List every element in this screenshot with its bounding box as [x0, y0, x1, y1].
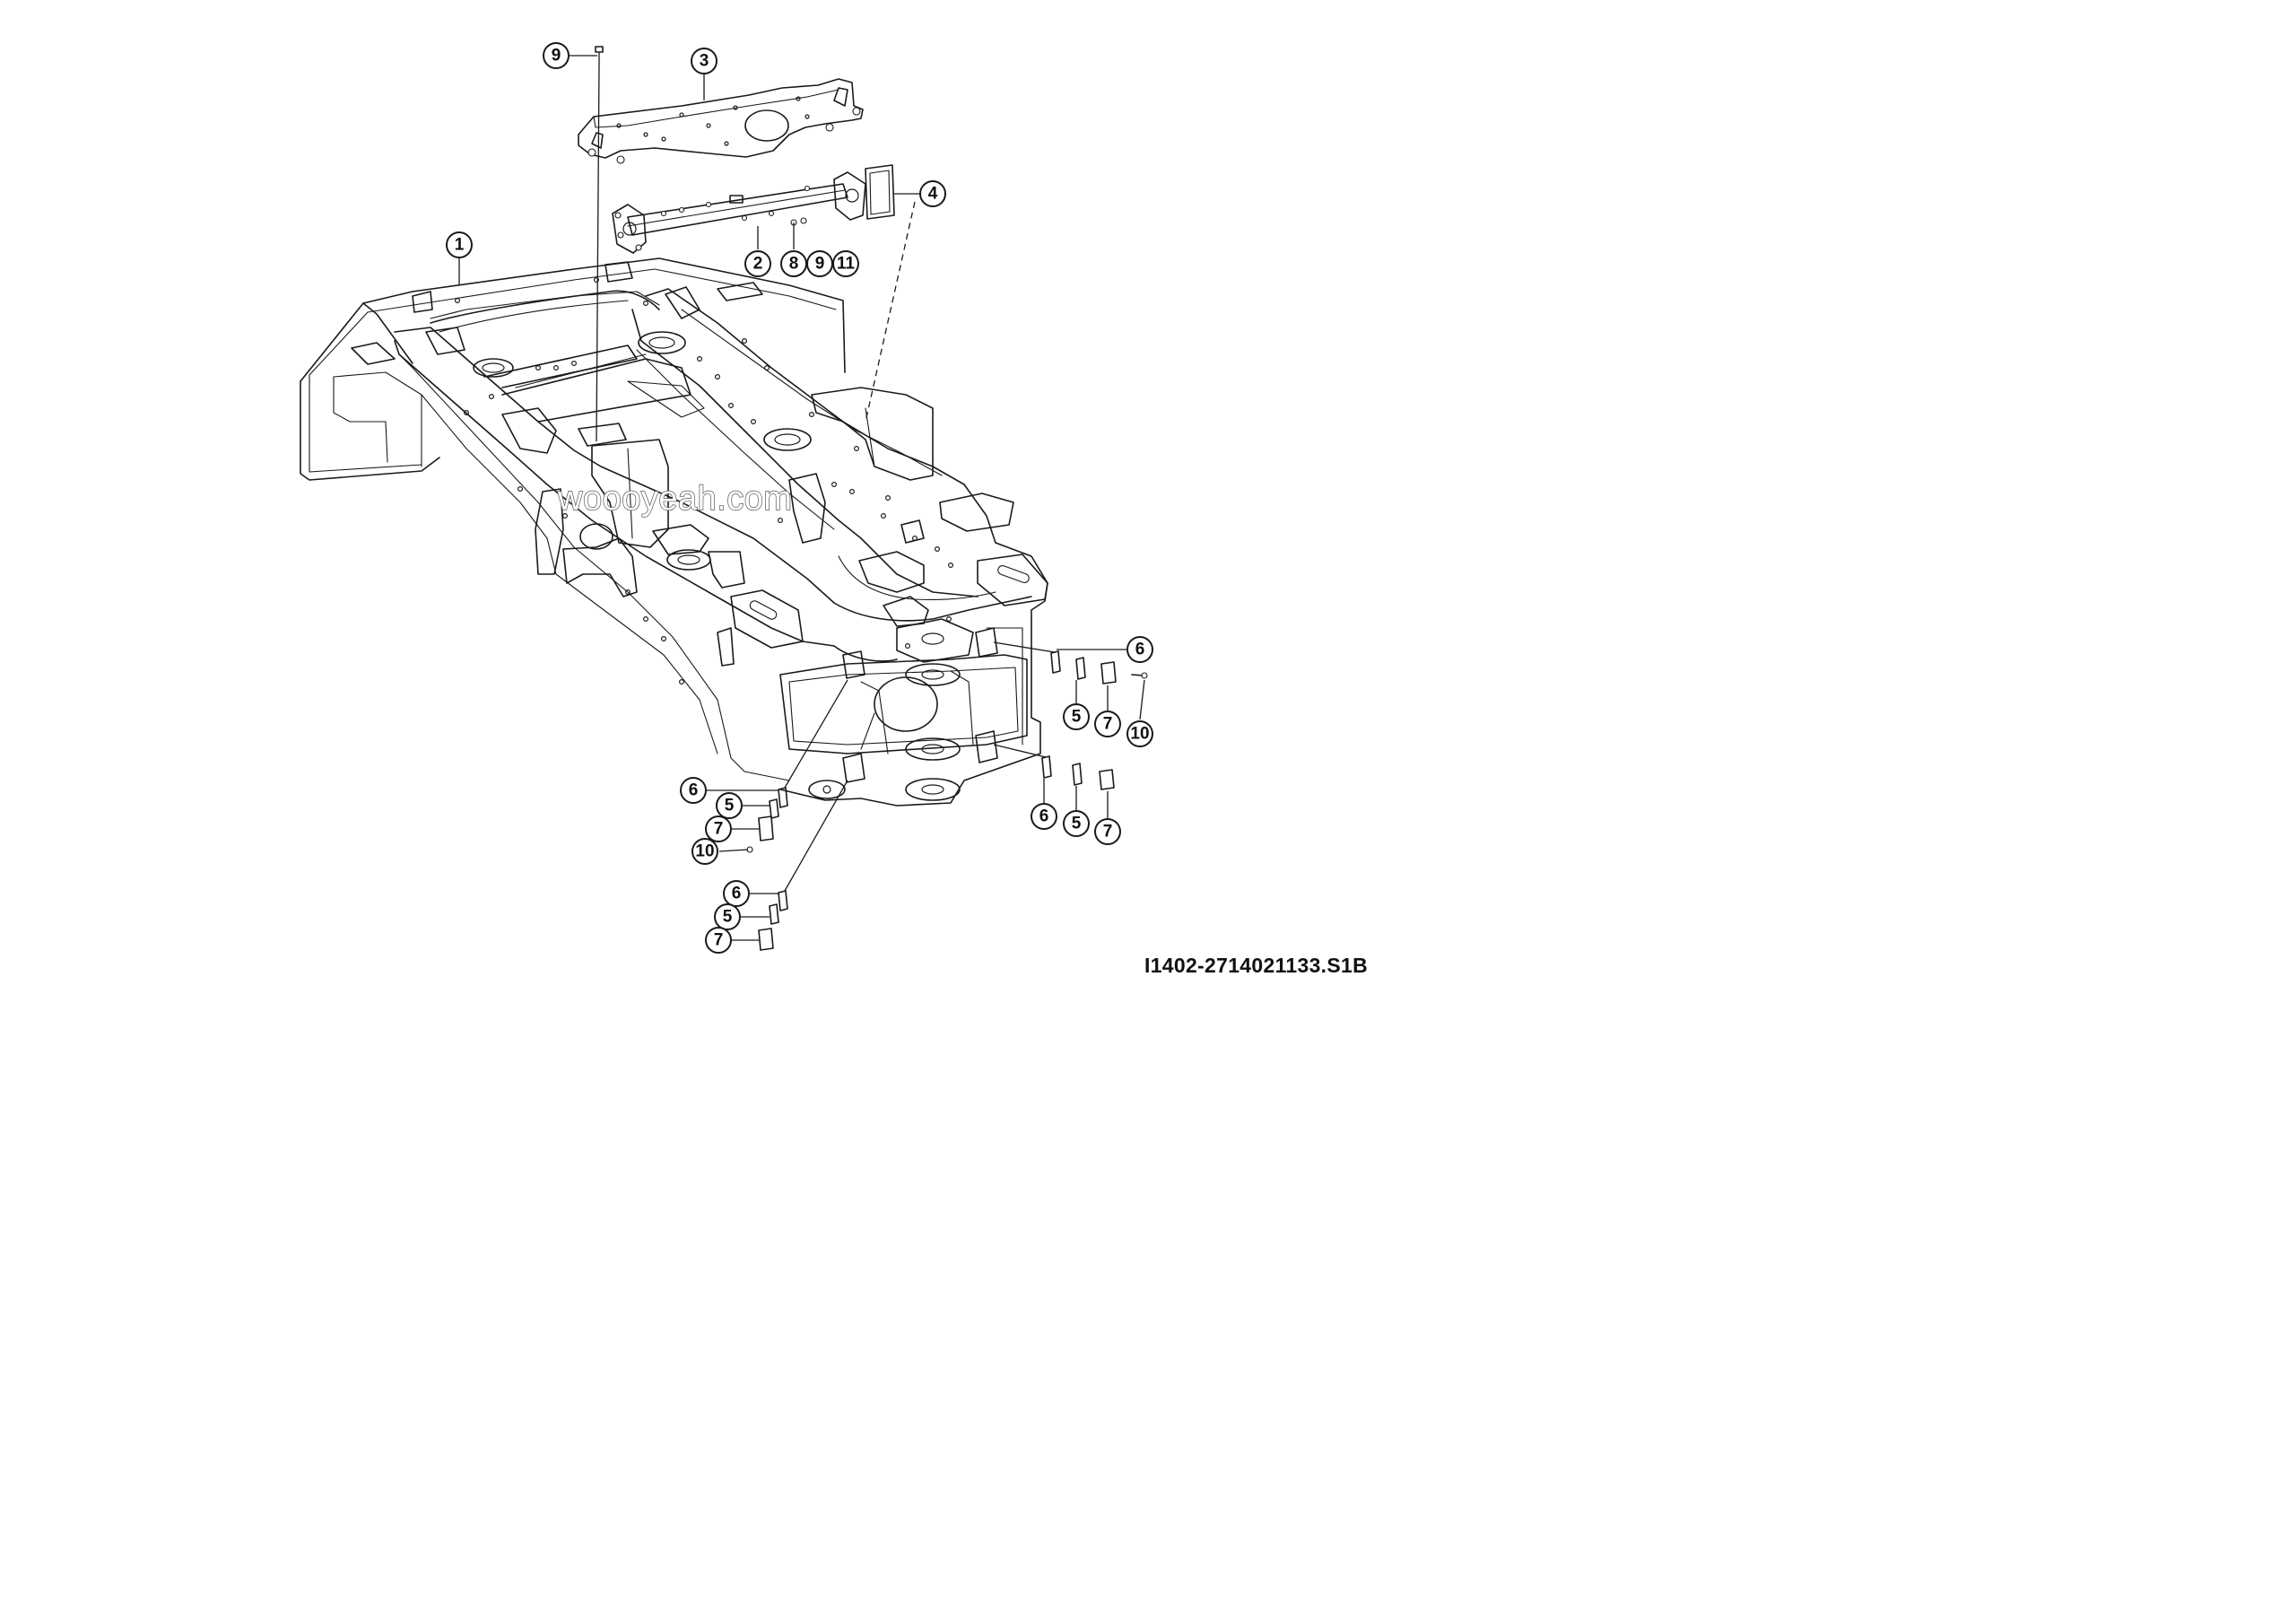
svg-text:11: 11 [837, 255, 856, 274]
callout-10-left: 10 [691, 838, 718, 865]
svg-text:6: 6 [1135, 641, 1145, 659]
svg-text:3: 3 [700, 52, 709, 71]
watermark: woooyeah.com [557, 480, 793, 518]
part-2-cross-beam [612, 171, 866, 254]
svg-text:7: 7 [1103, 715, 1113, 734]
svg-text:9: 9 [552, 47, 561, 65]
svg-text:6: 6 [1039, 807, 1049, 826]
callout-6-right-lower: 6 [1031, 803, 1057, 830]
bolt-9-top [595, 46, 604, 63]
drawing-code-label: I1402-2714021133.S1B [1144, 954, 1368, 977]
callout-2: 2 [744, 250, 771, 277]
callout-9-top: 9 [543, 42, 570, 69]
svg-text:5: 5 [725, 797, 735, 815]
svg-text:2: 2 [753, 255, 763, 274]
callout-6-left-upper: 6 [680, 777, 707, 804]
svg-text:5: 5 [723, 908, 733, 927]
leader-9-long [596, 62, 600, 442]
callout-7-right-lower: 7 [1094, 818, 1121, 845]
svg-text:6: 6 [689, 781, 699, 800]
part-3-upper-bracket-plate [578, 78, 864, 164]
svg-text:5: 5 [1072, 815, 1082, 833]
part-4-cover-plate [865, 164, 895, 220]
leader-4-dashed [865, 201, 916, 423]
svg-text:7: 7 [714, 820, 724, 839]
callout-11: 11 [832, 250, 859, 277]
svg-text:8: 8 [789, 255, 799, 274]
callout-5-left-lower: 5 [714, 903, 741, 930]
callout-6-right-upper: 6 [1126, 636, 1153, 663]
svg-text:10: 10 [1130, 725, 1149, 744]
callout-7-left-lower: 7 [705, 927, 732, 954]
clamp-hardware [746, 641, 1148, 951]
svg-text:9: 9 [815, 255, 825, 274]
svg-text:5: 5 [1072, 708, 1082, 727]
exploded-parts-diagram: woooyeah.com 9 3 4 2 8 9 11 1 6 5 7 10 6… [300, 42, 1153, 954]
callout-4: 4 [919, 180, 946, 207]
callout-7-left-upper: 7 [705, 815, 732, 842]
callout-3: 3 [691, 48, 718, 74]
svg-text:4: 4 [928, 185, 938, 204]
callout-1: 1 [446, 231, 473, 258]
callout-5-right-upper: 5 [1063, 703, 1090, 730]
svg-text:1: 1 [455, 236, 465, 255]
callout-6-left-lower: 6 [723, 880, 750, 907]
callout-5-right-lower: 5 [1063, 810, 1090, 837]
callout-8: 8 [780, 250, 807, 277]
callout-7-right-upper: 7 [1094, 711, 1121, 737]
svg-text:6: 6 [732, 885, 742, 903]
callout-10-right: 10 [1126, 720, 1153, 747]
svg-text:7: 7 [1103, 823, 1113, 842]
svg-text:10: 10 [695, 842, 714, 861]
callout-leaders [458, 55, 1145, 941]
callout-9-mid: 9 [806, 250, 833, 277]
svg-text:7: 7 [714, 931, 724, 950]
callout-5-left-upper: 5 [716, 792, 743, 819]
part-1-main-frame [300, 257, 1048, 807]
